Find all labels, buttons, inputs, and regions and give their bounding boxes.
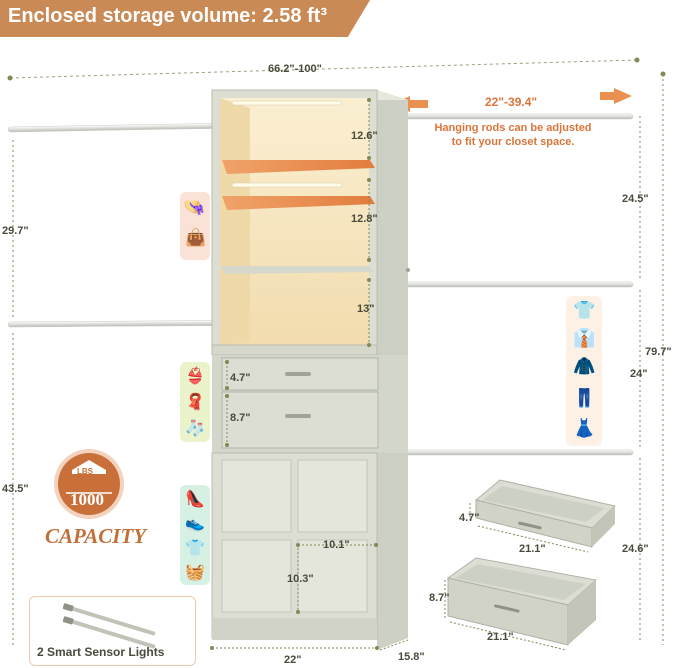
drawer-2-width: 21.1" (487, 631, 514, 643)
cube-width: 10.1" (323, 539, 350, 551)
cabinet-depth: 15.8" (398, 651, 425, 663)
title-banner (0, 0, 370, 37)
total-height: 79.7" (645, 346, 672, 358)
drawer-illustration-bottom (446, 557, 598, 646)
note-line-1: Hanging rods can be adjusted (434, 122, 592, 134)
sensor-light-bars (62, 603, 156, 649)
drawer-1-width: 21.1" (519, 543, 546, 555)
heels-icon: 👠 (185, 491, 205, 508)
rod-adjust-note: Hanging rods can be adjusted to fit your… (418, 121, 608, 149)
right-rods (387, 71, 666, 645)
jacket-icon: 🧥 (573, 356, 596, 376)
pants-icon: 👖 (573, 388, 596, 408)
shelf-2-height: 12.8" (351, 213, 378, 225)
left-lower-height: 43.5" (2, 483, 29, 495)
socks-icon: 🧦 (185, 420, 205, 437)
right-mid-height: 24" (630, 368, 648, 380)
sensor-lights-label: 2 Smart Sensor Lights (37, 645, 165, 659)
towels-icon: 🧺 (185, 564, 205, 581)
capacity-lbs: LBS (77, 467, 93, 476)
right-top-height: 24.5" (622, 193, 649, 205)
shoe-icon: 👟 (185, 515, 205, 532)
skirt-icon: 👗 (573, 418, 596, 438)
hat-icon: 👒 (183, 197, 206, 217)
bra-icon: 👙 (185, 368, 205, 385)
shelf-3-height: 13" (357, 303, 375, 315)
banner-title: Enclosed storage volume: 2.58 ft³ (8, 5, 327, 27)
shirt-icon: 👔 (573, 328, 596, 348)
rod-extend-label: 22"-39.4" (485, 95, 538, 109)
handbag-icon: 👜 (185, 228, 207, 247)
drawer-2-depth: 8.7" (429, 592, 450, 604)
folded-clothes-icon: 👕 (185, 540, 205, 557)
right-bottom-height: 24.6" (622, 543, 649, 555)
capacity-badge (54, 449, 124, 519)
shelf-1-height: 12.6" (351, 130, 378, 142)
drawer-1-depth: 4.7" (459, 512, 480, 524)
drawer-illustration-top (474, 479, 617, 548)
note-line-2: to fit your closet space. (451, 136, 575, 148)
scarf-icon: 🧣 (185, 394, 205, 411)
drawer-large-height: 8.7" (230, 412, 251, 424)
capacity-label: CAPACITY (45, 524, 147, 548)
cube-height: 10.3" (287, 573, 314, 585)
left-upper-height: 29.7" (2, 225, 29, 237)
tshirt-icon: 👕 (573, 300, 596, 320)
drawer-small-height: 4.7" (230, 372, 251, 384)
base-width: 22" (284, 654, 302, 666)
total-width-label: 66.2"-100" (268, 63, 322, 75)
capacity-weight: 1000 (70, 490, 104, 509)
